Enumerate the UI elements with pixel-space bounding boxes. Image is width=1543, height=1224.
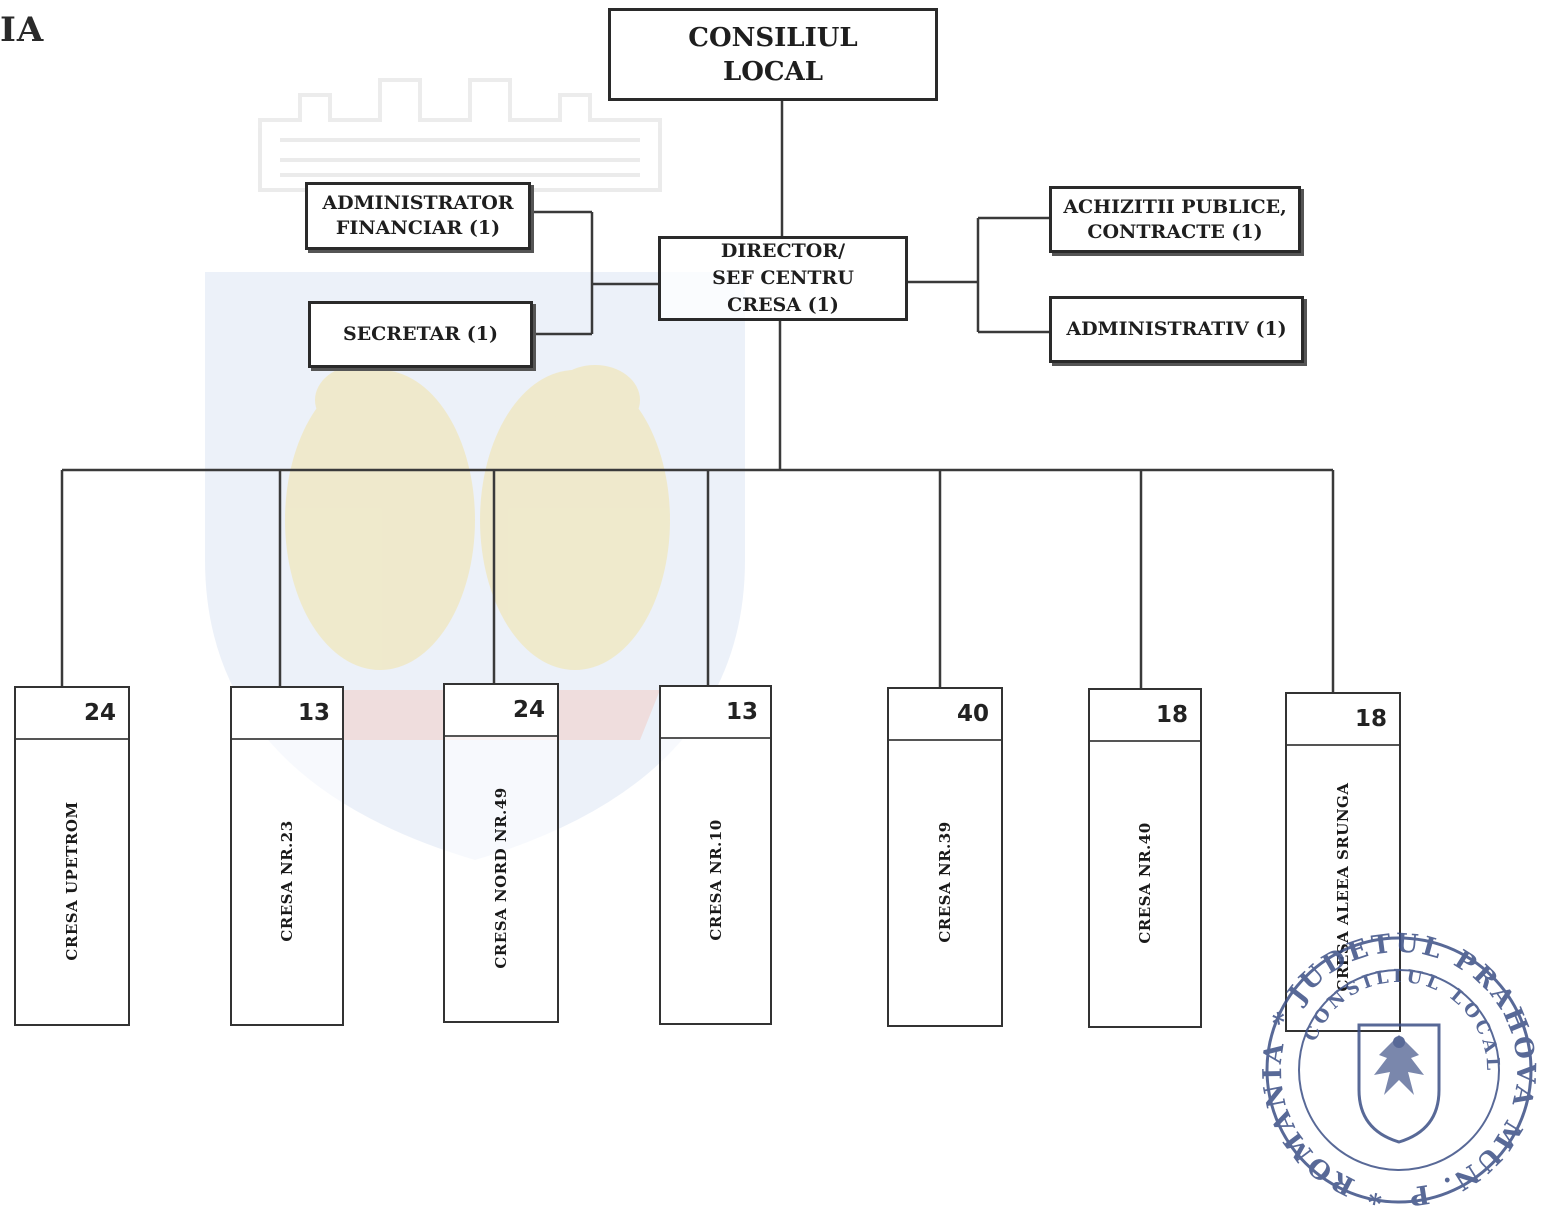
unit-name: CRESA NR.40: [1136, 822, 1154, 944]
unit-number: 13: [725, 699, 758, 725]
administrator-financiar-box: ADMINISTRATOR FINANCIAR (1): [305, 182, 531, 250]
unit-cresa-upetrom: 24 CRESA UPETROM: [14, 686, 130, 1026]
mural-crown-icon: [258, 78, 662, 192]
lions-icon: [285, 365, 670, 670]
unit-header: 24: [445, 685, 557, 737]
unit-header: 18: [1287, 694, 1399, 746]
unit-cresa-aleea-srunga: 18 CRESA ALEEA SRUNGA: [1285, 692, 1401, 1032]
unit-header: 24: [16, 688, 128, 740]
consiliul-local-box: CONSILIUL LOCAL: [608, 8, 938, 101]
eagle-emblem-icon: [1357, 1023, 1441, 1144]
unit-name: CRESA NR.23: [278, 820, 296, 942]
unit-number: 24: [83, 700, 116, 726]
corner-title: IA: [0, 10, 45, 50]
unit-header: 40: [889, 689, 1001, 741]
unit-header: 13: [661, 687, 770, 739]
director-box: DIRECTOR/ SEF CENTRU CRESA (1): [658, 236, 908, 321]
secretar-box: SECRETAR (1): [308, 301, 533, 368]
unit-cresa-nr-39: 40 CRESA NR.39: [887, 687, 1003, 1027]
unit-number: 18: [1354, 706, 1387, 732]
official-stamp: * ROMANIA * JUDETUL PRAHOVA MUN. PLOIEST…: [1262, 930, 1537, 1211]
unit-number: 24: [512, 697, 545, 723]
unit-header: 13: [232, 688, 342, 740]
unit-cresa-nr-40: 18 CRESA NR.40: [1088, 688, 1202, 1028]
unit-number: 18: [1155, 702, 1188, 728]
unit-name: CRESA NR.39: [936, 821, 954, 943]
unit-name: CRESA NORD NR.49: [492, 787, 510, 969]
unit-name: CRESA UPETROM: [63, 801, 81, 961]
unit-header: 18: [1090, 690, 1200, 742]
unit-number: 13: [297, 700, 330, 726]
unit-number: 40: [956, 701, 989, 727]
unit-cresa-nr-23: 13 CRESA NR.23: [230, 686, 344, 1026]
unit-cresa-nr-10: 13 CRESA NR.10: [659, 685, 772, 1025]
achizitii-publice-box: ACHIZITII PUBLICE, CONTRACTE (1): [1049, 186, 1301, 253]
unit-cresa-nord-nr-49: 24 CRESA NORD NR.49: [443, 683, 559, 1023]
unit-name: CRESA NR.10: [706, 819, 725, 941]
administrativ-box: ADMINISTRATIV (1): [1049, 296, 1304, 363]
